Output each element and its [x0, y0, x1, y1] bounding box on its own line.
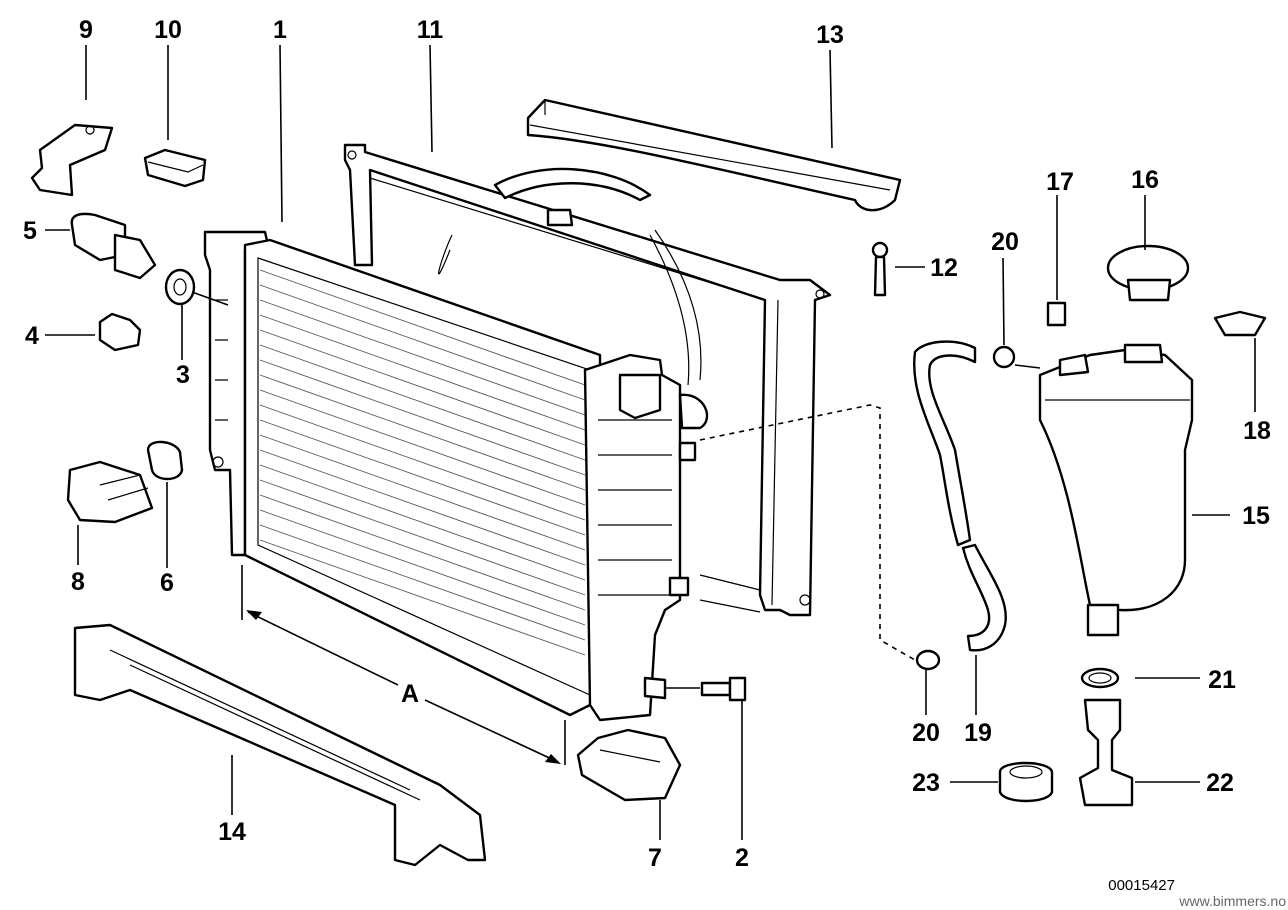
callout-20-lower: 20 — [912, 719, 940, 747]
part-6-bushing — [146, 440, 184, 481]
callout-19: 19 — [964, 719, 992, 747]
part-3-seal-ring — [164, 268, 196, 306]
callout-11: 11 — [417, 16, 444, 44]
callout-7: 7 — [648, 844, 662, 872]
callout-16: 16 — [1131, 166, 1159, 194]
part-2-bolt — [700, 676, 747, 702]
part-1-radiator — [203, 230, 709, 722]
callout-22: 22 — [1206, 769, 1234, 797]
callout-8: 8 — [71, 568, 85, 596]
part-13-upper-seal — [526, 98, 902, 212]
part-12-screw — [871, 241, 889, 297]
callout-A: A — [401, 680, 419, 708]
part-23-nut — [998, 761, 1054, 803]
callout-17: 17 — [1046, 168, 1074, 196]
part-19-hose — [913, 340, 1007, 652]
part-11-shroud-frame — [343, 143, 832, 617]
part-10-grommet — [143, 148, 207, 188]
callout-5: 5 — [23, 217, 37, 245]
callout-6: 6 — [160, 569, 174, 597]
part-18-level-sensor — [1213, 310, 1267, 337]
callout-13: 13 — [816, 21, 844, 49]
part-15-expansion-tank — [1038, 343, 1194, 637]
part-8-mount — [66, 460, 154, 524]
callout-4: 4 — [25, 322, 39, 350]
callout-3: 3 — [176, 361, 190, 389]
part-22-level-switch — [1078, 698, 1134, 807]
part-20-hose-clamp-upper — [992, 345, 1016, 369]
callout-21: 21 — [1208, 666, 1236, 694]
callout-20-upper: 20 — [991, 228, 1019, 256]
diagram-reference-number: 00015427 — [1108, 877, 1175, 894]
part-4-plug — [98, 312, 142, 352]
part-14-lower-support — [73, 623, 487, 867]
part-9-clip — [30, 123, 114, 197]
callout-9: 9 — [79, 16, 93, 44]
part-7-bracket — [576, 728, 682, 802]
callout-23: 23 — [912, 769, 940, 797]
part-17-bleed-screw — [1046, 301, 1067, 327]
part-21-o-ring — [1080, 667, 1120, 689]
callout-14: 14 — [218, 818, 246, 846]
callout-1: 1 — [273, 16, 287, 44]
leader-lines — [45, 44, 1256, 840]
callout-18: 18 — [1243, 417, 1271, 445]
part-20-hose-clamp-lower — [915, 649, 941, 671]
callout-15: 15 — [1242, 502, 1270, 530]
part-5-temperature-switch — [70, 212, 157, 280]
watermark: www.bimmers.no — [1178, 893, 1286, 909]
part-16-cap — [1106, 244, 1190, 302]
callout-2: 2 — [735, 844, 749, 872]
callout-10: 10 — [154, 16, 182, 44]
callout-12: 12 — [930, 254, 958, 282]
callout-labels: 9 10 1 11 13 5 4 3 8 6 A 14 7 2 12 20 17… — [23, 16, 1271, 872]
